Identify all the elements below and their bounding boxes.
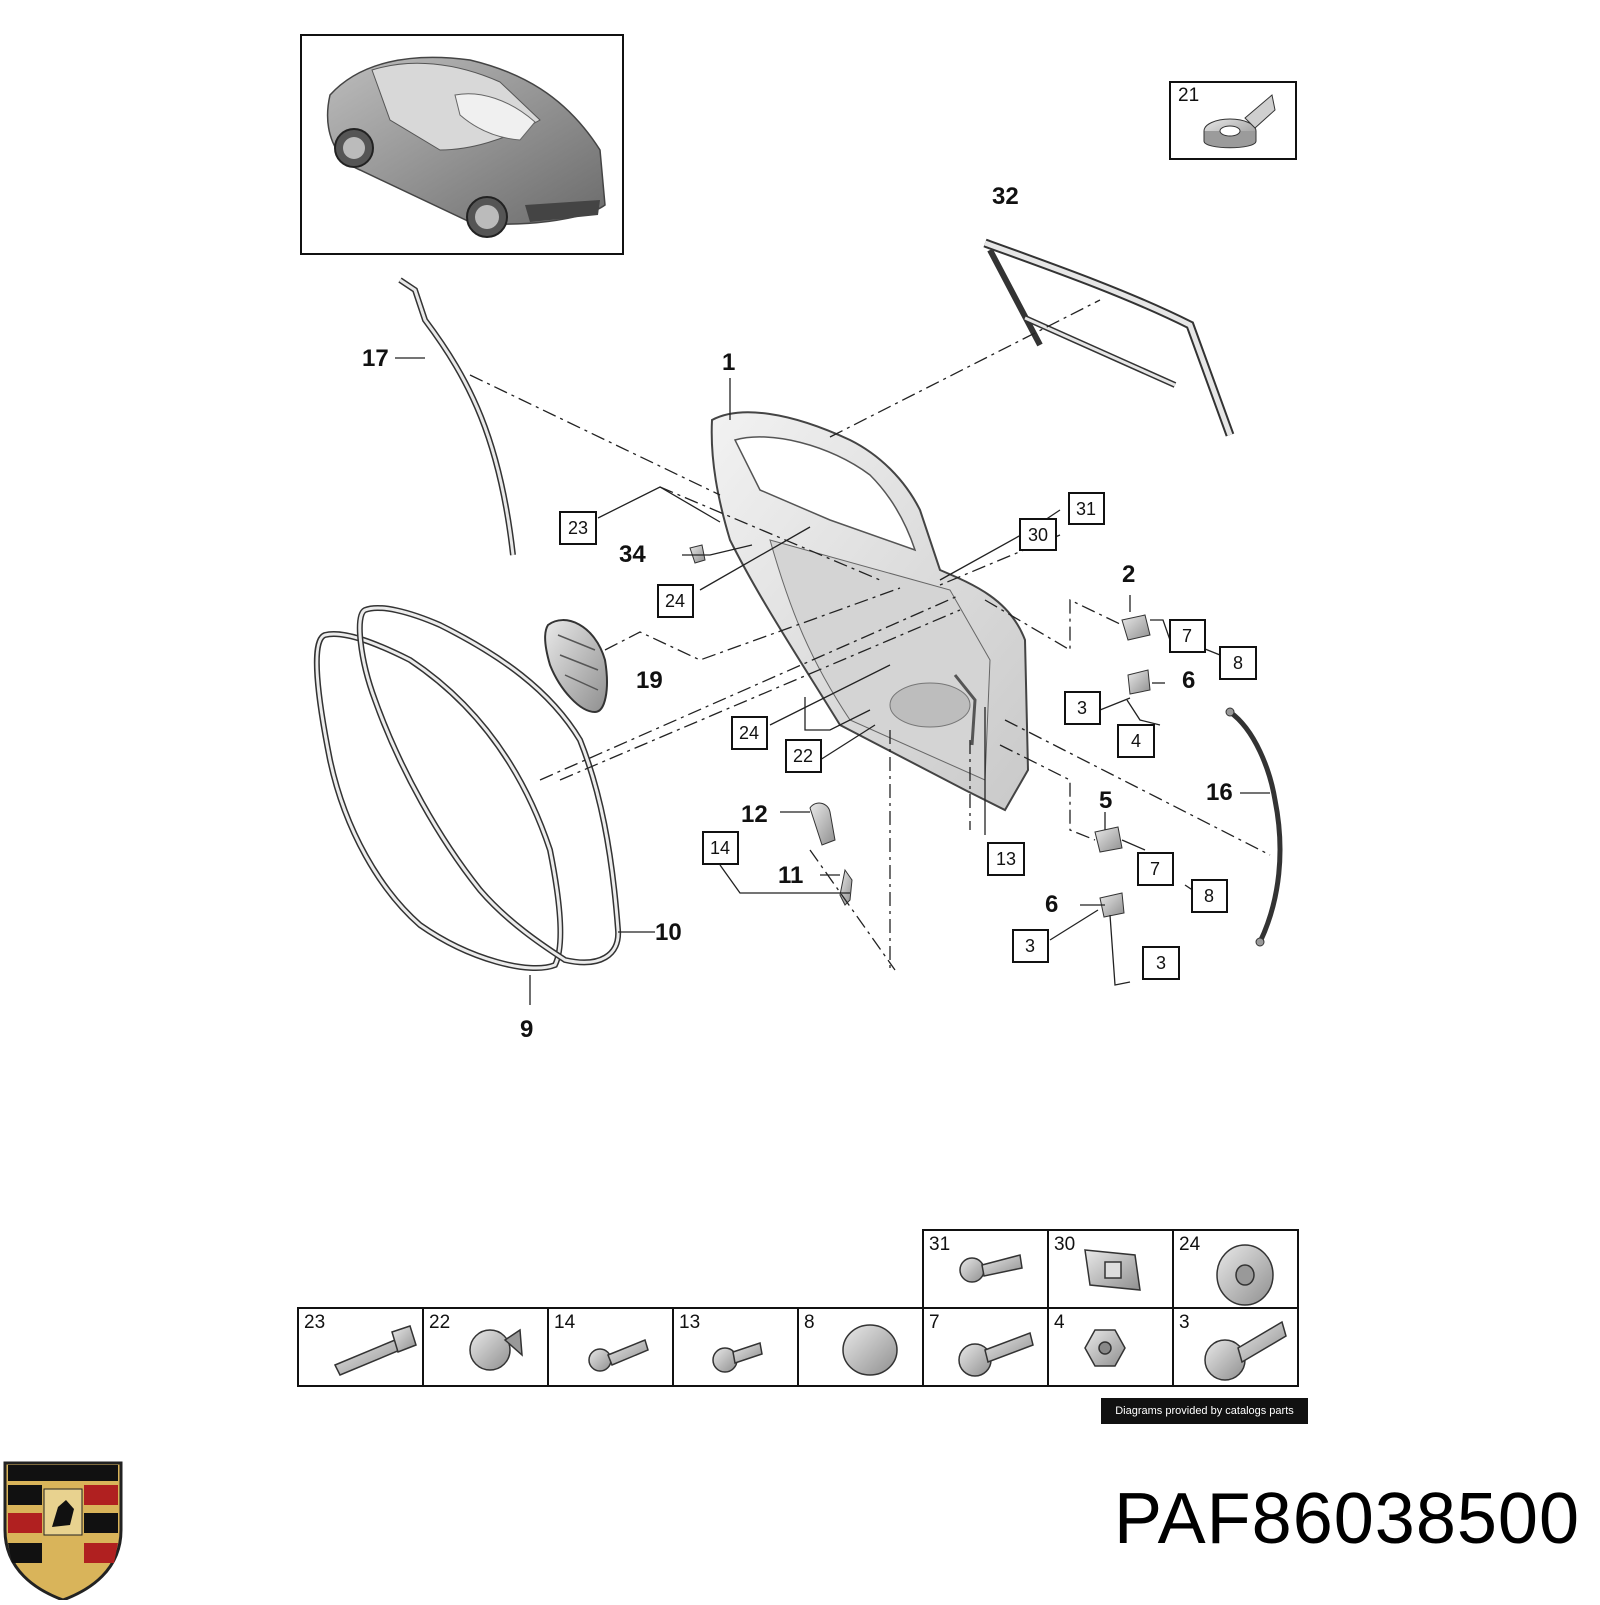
callout-1: 1 — [722, 349, 735, 376]
boxed-24-upper: 24 — [665, 591, 685, 611]
upper-hinge-2 — [1121, 614, 1151, 695]
cell-label-13: 13 — [679, 1312, 700, 1333]
cell-label-3: 3 — [1179, 1312, 1190, 1333]
handle-trim-19 — [544, 619, 608, 714]
nut-4-icon — [1084, 1329, 1126, 1367]
boxed-30: 30 — [1028, 525, 1048, 545]
callout-11: 11 — [778, 862, 803, 889]
cell-label-23: 23 — [304, 1312, 325, 1333]
callout-2: 2 — [1122, 561, 1135, 588]
vehicle-overview-inset — [300, 34, 624, 255]
screw-31-icon — [959, 1254, 1023, 1283]
boxed-13: 13 — [996, 849, 1016, 869]
cap-8-icon — [842, 1324, 898, 1376]
callout-16: 16 — [1206, 779, 1233, 806]
cell-label-22: 22 — [429, 1312, 450, 1333]
boxed-4: 4 — [1131, 731, 1141, 751]
part-12 — [809, 802, 836, 846]
callout-6-lower: 6 — [1045, 891, 1058, 918]
boxed-callouts — [559, 492, 1257, 980]
callout-6-upper: 6 — [1182, 667, 1195, 694]
fastener-table — [297, 1229, 1299, 1387]
callout-5: 5 — [1099, 787, 1112, 814]
part-number: PAF86038500 — [1113, 1479, 1580, 1559]
inset-21-label: 21 — [1178, 85, 1199, 106]
door-shell-1 — [710, 411, 1030, 812]
lower-hinge-5 — [1094, 826, 1125, 918]
callout-34: 34 — [619, 541, 646, 568]
fastener-icons — [333, 1244, 1287, 1381]
boxed-22: 22 — [793, 746, 813, 766]
fastener-table-labels: 31 30 24 23 22 14 13 8 7 4 3 — [304, 1234, 1201, 1333]
nut-22-icon — [469, 1328, 523, 1371]
bolt-23-icon — [333, 1325, 417, 1376]
boxed-31: 31 — [1076, 499, 1096, 519]
bolt-7-icon — [958, 1332, 1034, 1377]
cell-label-24: 24 — [1179, 1234, 1201, 1255]
boxed-3-upper: 3 — [1077, 698, 1087, 718]
callout-labels: 32 17 1 34 2 6 19 16 12 5 11 6 10 9 — [362, 183, 1233, 1043]
boxed-8-upper: 8 — [1233, 653, 1243, 673]
boxed-8-lower: 8 — [1204, 886, 1214, 906]
clip-30-icon — [1084, 1249, 1141, 1291]
callout-9: 9 — [520, 1016, 533, 1043]
boxed-7-lower: 7 — [1150, 859, 1160, 879]
porsche-crest-logo — [0, 1455, 126, 1602]
door-seal-9 — [313, 631, 564, 971]
boxed-3-mid: 3 — [1025, 936, 1035, 956]
callout-19: 19 — [636, 667, 663, 694]
callout-17: 17 — [362, 345, 389, 372]
plug-24-icon — [1216, 1244, 1274, 1306]
cell-label-30: 30 — [1054, 1234, 1075, 1255]
boxed-14: 14 — [710, 838, 730, 858]
cell-label-4: 4 — [1054, 1312, 1065, 1333]
check-strap-16 — [1225, 707, 1283, 947]
cell-label-7: 7 — [929, 1312, 940, 1333]
boxed-24-lower: 24 — [739, 723, 759, 743]
callout-12: 12 — [741, 801, 768, 828]
cell-label-14: 14 — [554, 1312, 576, 1333]
callout-32: 32 — [992, 183, 1019, 210]
part-34 — [689, 544, 706, 564]
bolt-13-icon — [712, 1342, 763, 1373]
bolt-3-icon — [1204, 1320, 1287, 1381]
boxed-callout-text: 31 30 23 24 7 8 3 4 24 22 14 13 7 8 3 3 — [568, 499, 1243, 973]
boxed-3-lower: 3 — [1156, 953, 1166, 973]
cell-label-31: 31 — [929, 1234, 950, 1255]
bolt-14-icon — [588, 1338, 649, 1372]
callout-10: 10 — [655, 919, 682, 946]
seal-strip-17 — [398, 277, 516, 556]
inset-part-21: 21 — [1169, 81, 1297, 160]
diagram-credit: Diagrams provided by catalogs parts — [1101, 1398, 1308, 1424]
boxed-7-upper: 7 — [1182, 626, 1192, 646]
boxed-23: 23 — [568, 518, 588, 538]
cell-label-8: 8 — [804, 1312, 815, 1333]
window-channel-32 — [983, 238, 1235, 437]
door-seal-10 — [356, 604, 622, 966]
